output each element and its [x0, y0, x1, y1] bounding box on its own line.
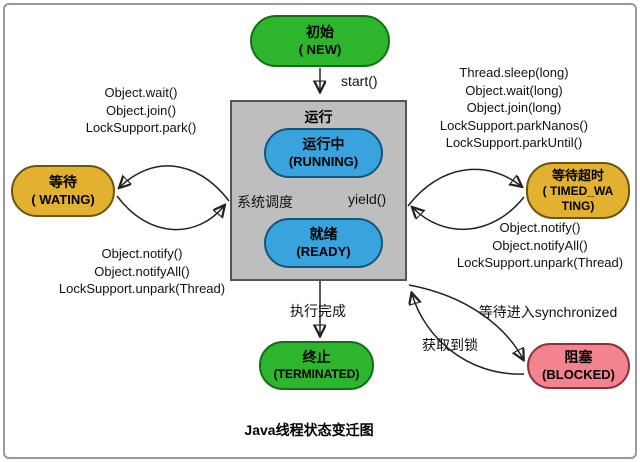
edge-label-start: start()	[341, 73, 378, 89]
edge-label-acquire-lock: 获取到锁	[422, 337, 478, 353]
wake-right-method-3: LockSupport.unpark(Thread)	[456, 255, 624, 270]
timed-method-4: LockSupport.parkNanos()	[439, 117, 589, 133]
state-run-label: 运行	[304, 109, 333, 125]
arrow-run-to-waiting	[120, 165, 230, 202]
wait-method-3: LockSupport.park()	[85, 120, 197, 135]
wait-method-1: Object.wait()	[104, 85, 178, 100]
arrow-timedwaiting-to-run	[413, 196, 525, 230]
wake-left-method-3: LockSupport.unpark(Thread)	[58, 281, 226, 296]
timed-method-5: LockSupport.parkUntil()	[445, 135, 583, 150]
state-blocked-label-zh: 阻塞	[564, 348, 593, 365]
state-ready: 就绪 (READY)	[264, 218, 383, 268]
state-terminated-label-en: (TERMINATED)	[273, 366, 360, 381]
edge-label-system-schedule: 系统调度	[237, 194, 293, 210]
arrow-run-to-timedwaiting	[407, 168, 521, 207]
timed-method-3: Object.join(long)	[466, 100, 562, 115]
state-ready-label-zh: 就绪	[309, 225, 338, 242]
wait-method-2: Object.join()	[105, 102, 177, 118]
wake-right-method-1: Object.notify()	[499, 220, 581, 235]
wake-right-method-2: Object.notifyAll()	[492, 237, 588, 253]
timed-method-2: Object.wait(long)	[465, 82, 563, 98]
state-terminated: 终止 (TERMINATED)	[259, 341, 374, 390]
state-running: 运行中 (RUNNING)	[264, 128, 383, 178]
state-new-label-en: ( NEW)	[298, 41, 342, 57]
diagram-title: Java线程状态变迁图	[244, 422, 374, 438]
state-running-label-zh: 运行中	[302, 135, 345, 152]
edge-label-wake-methods-right: Object.notify() Object.notifyAll() LockS…	[457, 219, 623, 272]
state-blocked-label-en: (BLOCKED)	[542, 366, 615, 382]
arrow-run-to-blocked	[408, 284, 523, 359]
arrow-waiting-to-run	[116, 195, 224, 231]
state-ready-label-en: (READY)	[296, 243, 351, 259]
state-timed-waiting-label-en2: TING)	[561, 198, 595, 213]
state-new-label-zh: 初始	[306, 23, 334, 40]
state-terminated-label-zh: 终止	[302, 348, 331, 365]
edge-label-execution-done: 执行完成	[290, 303, 346, 319]
state-new: 初始 ( NEW)	[250, 15, 390, 67]
state-timed-waiting-label-zh: 等待超时	[551, 167, 604, 183]
state-waiting: 等待 ( WATING)	[11, 165, 115, 217]
wake-left-method-1: Object.notify()	[101, 246, 183, 261]
state-waiting-label-zh: 等待	[49, 173, 77, 190]
state-waiting-label-en: ( WATING)	[31, 191, 95, 207]
edge-label-wait-methods: Object.wait() Object.join() LockSupport.…	[86, 84, 197, 137]
edge-label-yield: yield()	[348, 191, 387, 207]
wake-left-method-2: Object.notifyAll()	[94, 263, 190, 279]
state-running-label-en: (RUNNING)	[288, 153, 359, 169]
edge-label-wake-methods-left: Object.notify() Object.notifyAll() LockS…	[59, 245, 225, 298]
timed-method-1: Thread.sleep(long)	[459, 65, 569, 80]
arrow-blocked-to-run	[412, 294, 525, 375]
edge-label-enter-blocked: 等待进入synchronized	[478, 304, 618, 320]
state-blocked: 阻塞 (BLOCKED)	[527, 343, 630, 389]
state-timed-waiting: 等待超时 ( TIMED_WA TING)	[526, 162, 630, 219]
edge-label-timed-wait-methods: Thread.sleep(long) Object.wait(long) Obj…	[440, 64, 588, 152]
state-timed-waiting-label-en1: ( TIMED_WA	[542, 184, 614, 199]
